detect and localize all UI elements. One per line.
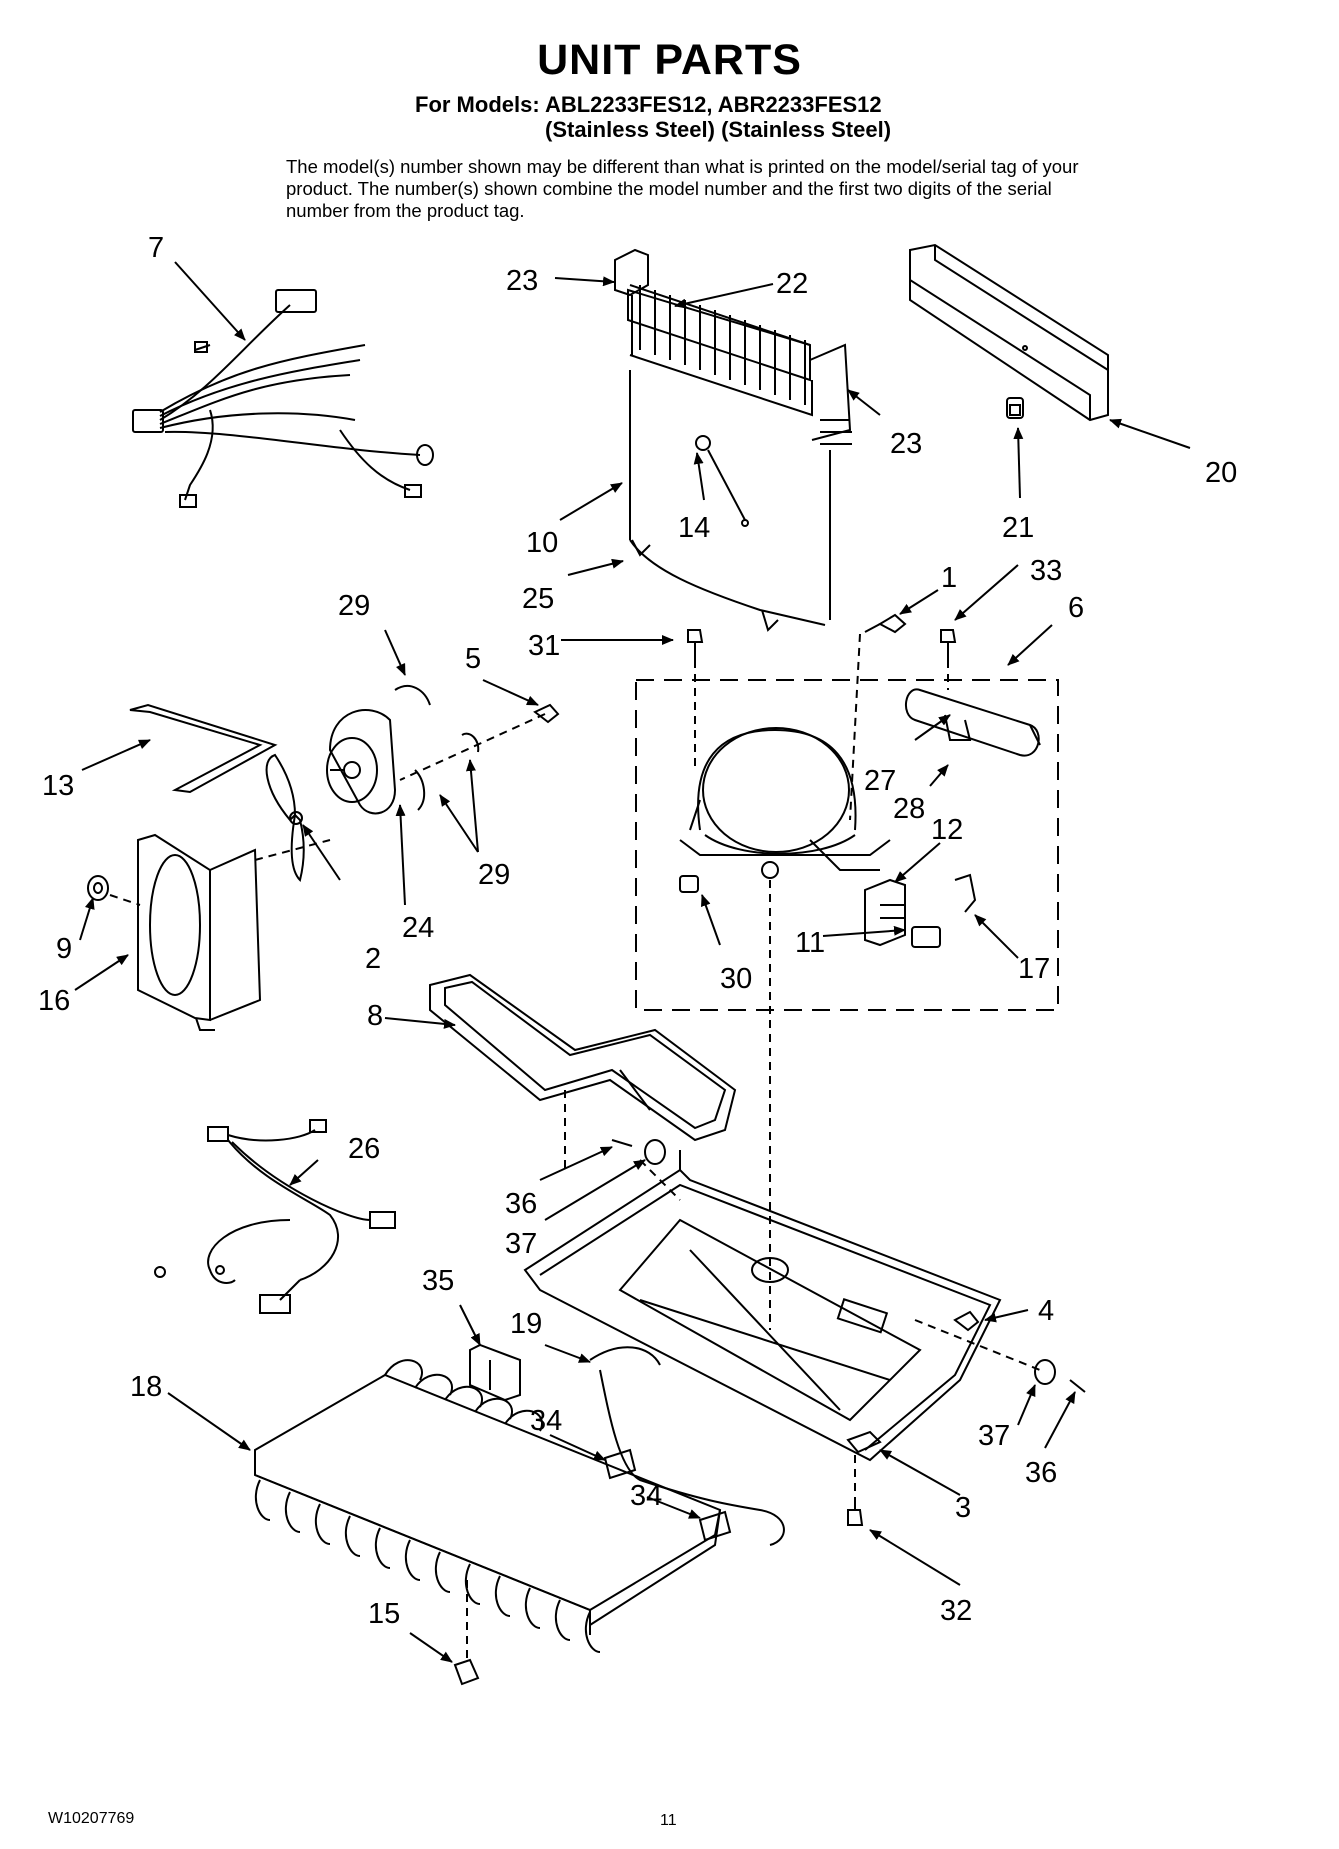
clip-29: [394, 685, 480, 811]
callout-23-top: 23: [506, 265, 538, 297]
callout-arrows: [74, 261, 1191, 1663]
screw-5: [533, 703, 560, 724]
callout-2: 2: [365, 943, 381, 975]
tube-19: [589, 1346, 785, 1546]
callout-3: 3: [955, 1492, 971, 1524]
overload-clip-17: [954, 873, 977, 913]
callout-19: 19: [510, 1308, 542, 1340]
wire-harness-26: [154, 1119, 396, 1314]
callout-23-right: 23: [890, 428, 922, 460]
callout-32: 32: [940, 1595, 972, 1627]
screw-31: [687, 629, 704, 660]
callout-17: 17: [1018, 953, 1050, 985]
evaporator-18: [254, 1359, 722, 1653]
callout-34-top: 34: [530, 1405, 562, 1437]
wire-harness-7: [132, 289, 434, 508]
callout-6: 6: [1068, 592, 1084, 624]
model-numbers: For Models: ABL2233FES12, ABR2233FES12: [415, 92, 882, 117]
callout-34-bottom: 34: [630, 1480, 662, 1512]
callout-labels: 7 23 22 23 20 21 10 14 25 1 33 6 29 31 5…: [38, 232, 1237, 1630]
callout-15: 15: [368, 1598, 400, 1630]
callout-14: 14: [678, 512, 710, 544]
page-number: 11: [660, 1812, 677, 1829]
callout-13: 13: [42, 770, 74, 802]
clip-15: [453, 1658, 480, 1686]
cover-channel-20: [909, 243, 1109, 422]
callout-29-top: 29: [338, 590, 370, 622]
callout-33: 33: [1030, 555, 1062, 587]
drier-27: [905, 688, 1041, 757]
gasket-13: [129, 703, 278, 794]
callout-22: 22: [776, 268, 808, 300]
callout-24: 24: [402, 912, 434, 944]
thermistor-14: [695, 435, 749, 527]
bracket-3: [846, 1430, 882, 1454]
callout-37-left: 37: [505, 1228, 537, 1260]
heater-34b: [698, 1510, 732, 1542]
condenser-22: [614, 248, 852, 632]
callout-12: 12: [931, 814, 963, 846]
callout-11: 11: [795, 927, 825, 959]
callout-36-right: 36: [1025, 1457, 1057, 1489]
finish-description: (Stainless Steel) (Stainless Steel): [545, 117, 892, 142]
callout-35: 35: [422, 1265, 454, 1297]
page-title: UNIT PARTS: [537, 36, 802, 84]
screw-33: [940, 629, 957, 660]
grommet-9: [87, 875, 109, 901]
callout-21: 21: [1002, 512, 1034, 544]
callout-5: 5: [465, 643, 481, 675]
callout-20: 20: [1205, 457, 1237, 489]
callout-7: 7: [148, 232, 164, 264]
screw-4: [953, 1310, 980, 1332]
callout-25: 25: [522, 583, 554, 615]
callout-1: 1: [941, 562, 957, 594]
callout-37-right: 37: [978, 1420, 1010, 1452]
document-number: W10207769: [48, 1810, 135, 1827]
block-35: [469, 1343, 521, 1402]
callout-28: 28: [893, 793, 925, 825]
grommet-37-right: [1034, 1359, 1056, 1385]
heater-34a: [603, 1448, 637, 1480]
fan-blade-2: [265, 753, 305, 882]
pin-36-left: [611, 1139, 633, 1147]
grommet-30: [679, 875, 699, 893]
base-plate: [523, 1150, 1002, 1462]
relay-11: [864, 878, 941, 948]
callout-30: 30: [720, 963, 752, 995]
screw-1: [864, 613, 907, 634]
model-note: The model(s) number shown may be differe…: [286, 156, 1079, 221]
grommet-37-left: [644, 1139, 666, 1165]
fan-shroud-16: [137, 833, 262, 1031]
callout-18: 18: [130, 1371, 162, 1403]
callout-36-left: 36: [505, 1188, 537, 1220]
compressor-kit-outline: [635, 679, 1059, 1011]
compressor: [679, 727, 891, 879]
fan-motor-24: [326, 709, 397, 815]
callout-29-bottom: 29: [478, 859, 510, 891]
callout-31: 31: [528, 630, 560, 662]
callout-8: 8: [367, 1000, 383, 1032]
grommet-21: [1006, 397, 1024, 419]
callout-10: 10: [526, 527, 558, 559]
callout-4: 4: [1038, 1295, 1054, 1327]
callout-9: 9: [56, 933, 72, 965]
screw-32: [847, 1500, 864, 1526]
callout-26: 26: [348, 1133, 380, 1165]
drain-pan-8: [429, 973, 737, 1142]
callout-16: 16: [38, 985, 70, 1017]
callout-27: 27: [864, 765, 896, 797]
pin-36-right: [1069, 1379, 1086, 1393]
